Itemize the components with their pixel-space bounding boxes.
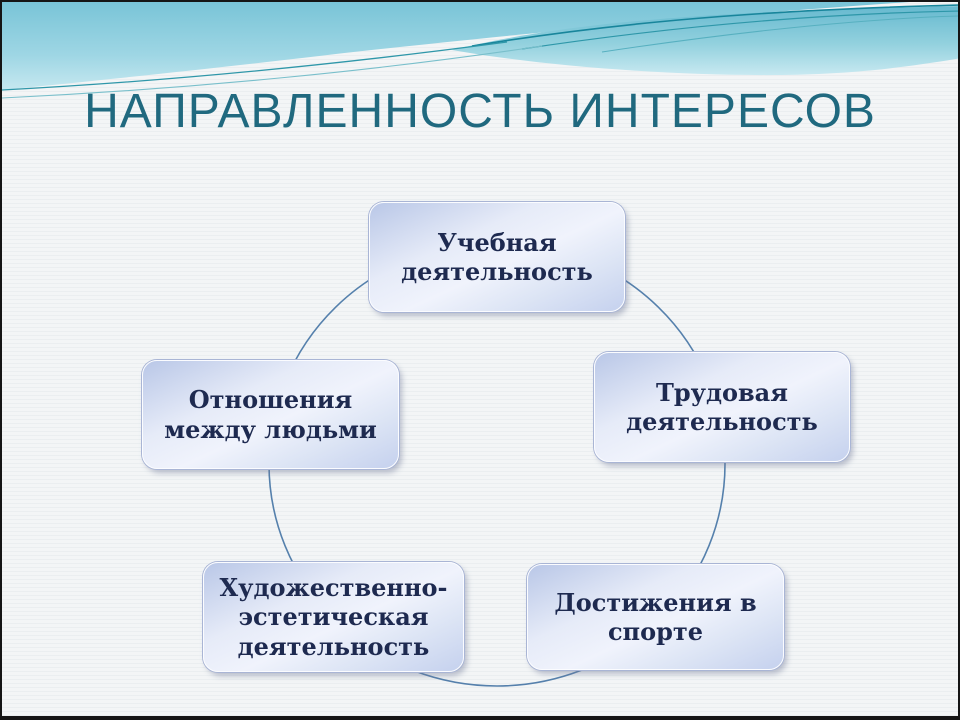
node-interpersonal-relations: Отношения между людьми bbox=[142, 360, 399, 469]
node-study-activity: Учебная деятельность bbox=[369, 202, 625, 312]
node-label: Учебная деятельность bbox=[401, 227, 593, 286]
node-label: Художественно- эстетическая деятельность bbox=[219, 573, 448, 661]
node-art-aesthetic-activity: Художественно- эстетическая деятельность bbox=[203, 562, 464, 672]
node-label: Достижения в спорте bbox=[554, 587, 757, 646]
node-label: Отношения между людьми bbox=[164, 385, 377, 444]
node-sport-achievements: Достижения в спорте bbox=[527, 564, 784, 670]
slide-title: НАПРАВЛЕННОСТЬ ИНТЕРЕСОВ bbox=[84, 85, 876, 138]
node-label: Трудовая деятельность bbox=[626, 377, 818, 436]
node-work-activity: Трудовая деятельность bbox=[594, 352, 850, 462]
